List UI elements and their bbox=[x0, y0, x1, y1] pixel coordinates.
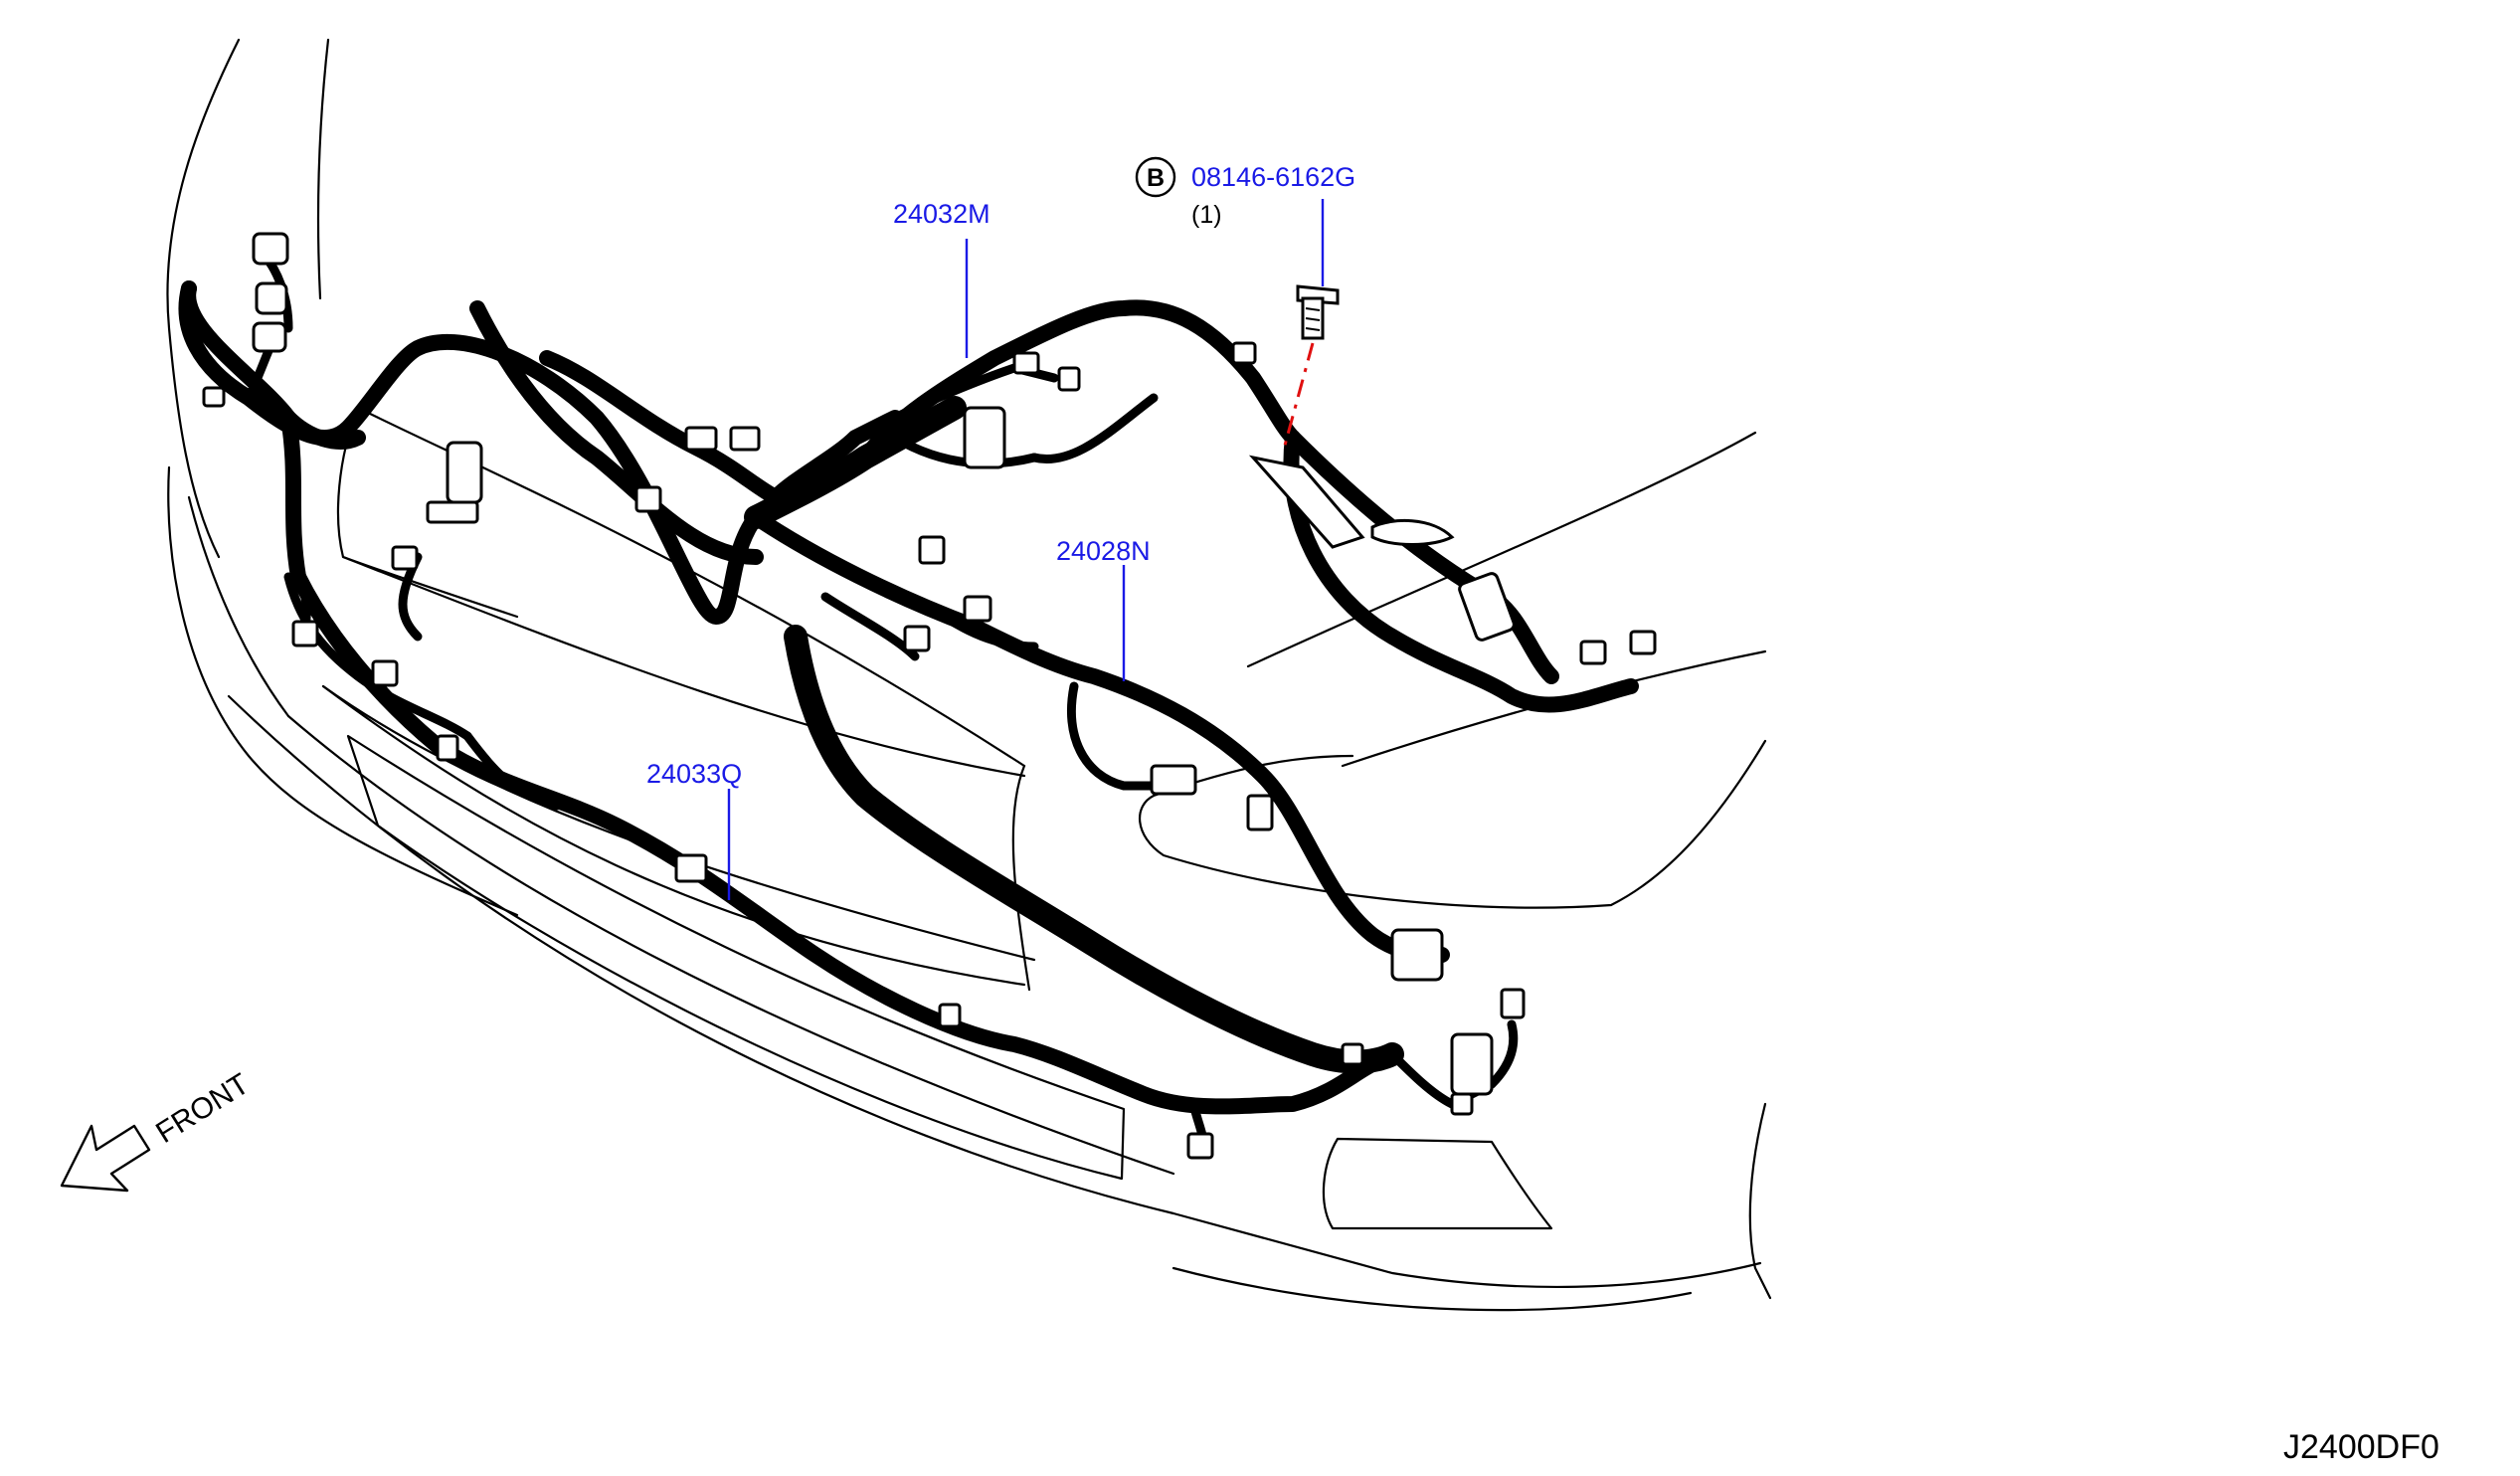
connector bbox=[1579, 640, 1607, 665]
clip bbox=[1370, 518, 1455, 546]
connector bbox=[918, 535, 946, 565]
connector bbox=[1012, 351, 1040, 375]
connector bbox=[255, 281, 288, 315]
connector bbox=[1390, 928, 1444, 982]
bracket-plate bbox=[1248, 455, 1365, 549]
bolt-badge-circle bbox=[1135, 156, 1176, 198]
connector bbox=[1057, 366, 1081, 392]
connector bbox=[1186, 1132, 1214, 1160]
callout-label-24028N: 24028N bbox=[1056, 536, 1151, 566]
connector bbox=[1458, 572, 1516, 642]
connector bbox=[963, 406, 1006, 469]
bolt-quantity: (1) bbox=[1191, 201, 1222, 229]
front-label: FRONT bbox=[150, 1067, 255, 1150]
connector bbox=[674, 853, 708, 883]
connector bbox=[938, 1003, 962, 1028]
connector bbox=[371, 659, 399, 687]
connector bbox=[252, 321, 287, 353]
connector bbox=[903, 625, 931, 652]
callout-label-24032M: 24032M bbox=[893, 199, 990, 229]
connector bbox=[1150, 764, 1197, 796]
connector bbox=[291, 620, 319, 647]
connector bbox=[202, 386, 226, 408]
connector bbox=[426, 500, 479, 524]
connector bbox=[1450, 1092, 1474, 1116]
front-arrow-icon bbox=[60, 1124, 151, 1193]
callout-label-24033Q: 24033Q bbox=[646, 759, 742, 789]
connector bbox=[391, 545, 419, 571]
front-orientation: FRONT bbox=[60, 1067, 255, 1193]
connector bbox=[963, 595, 992, 623]
connector bbox=[729, 426, 761, 452]
connector bbox=[1500, 988, 1526, 1019]
connector bbox=[446, 441, 483, 504]
callout-leaders bbox=[727, 199, 1325, 900]
connector bbox=[252, 232, 289, 266]
connectors bbox=[202, 232, 1657, 1160]
diagram-code: J2400DF0 bbox=[2283, 1428, 2439, 1466]
connector bbox=[1246, 794, 1274, 831]
bolt-callout: B 08146-6162G (1) bbox=[1135, 156, 1355, 229]
connector bbox=[1629, 630, 1657, 655]
connector bbox=[1341, 1042, 1364, 1066]
connector bbox=[684, 426, 718, 452]
bolt-badge-letter: B bbox=[1147, 164, 1165, 192]
vehicle-body-outline bbox=[166, 38, 1772, 1312]
connector bbox=[1450, 1032, 1494, 1096]
connector bbox=[634, 485, 662, 513]
harness-24028N bbox=[748, 509, 1450, 963]
connector bbox=[1231, 341, 1257, 365]
connector bbox=[436, 734, 459, 762]
bolt-icon bbox=[1296, 284, 1340, 340]
callout-label-bolt: 08146-6162G bbox=[1191, 162, 1355, 192]
